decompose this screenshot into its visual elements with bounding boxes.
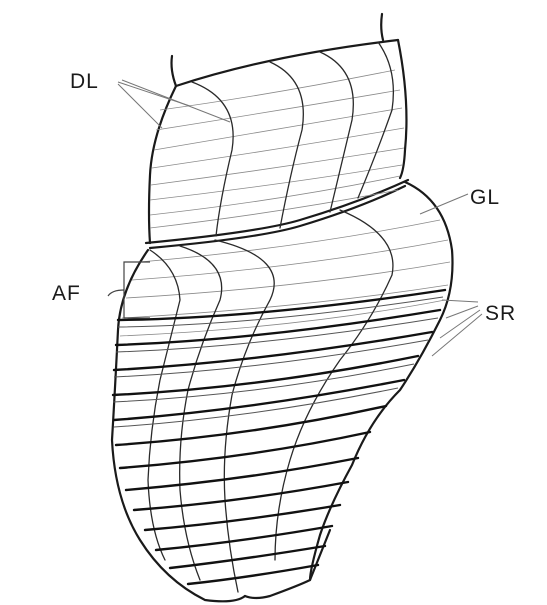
lateral-lines-upper — [192, 42, 393, 236]
label-gl: GL — [470, 186, 500, 209]
label-dl: DL — [70, 70, 99, 93]
label-sr: SR — [485, 302, 516, 325]
label-af: AF — [52, 282, 81, 305]
af-bracket — [108, 262, 150, 318]
